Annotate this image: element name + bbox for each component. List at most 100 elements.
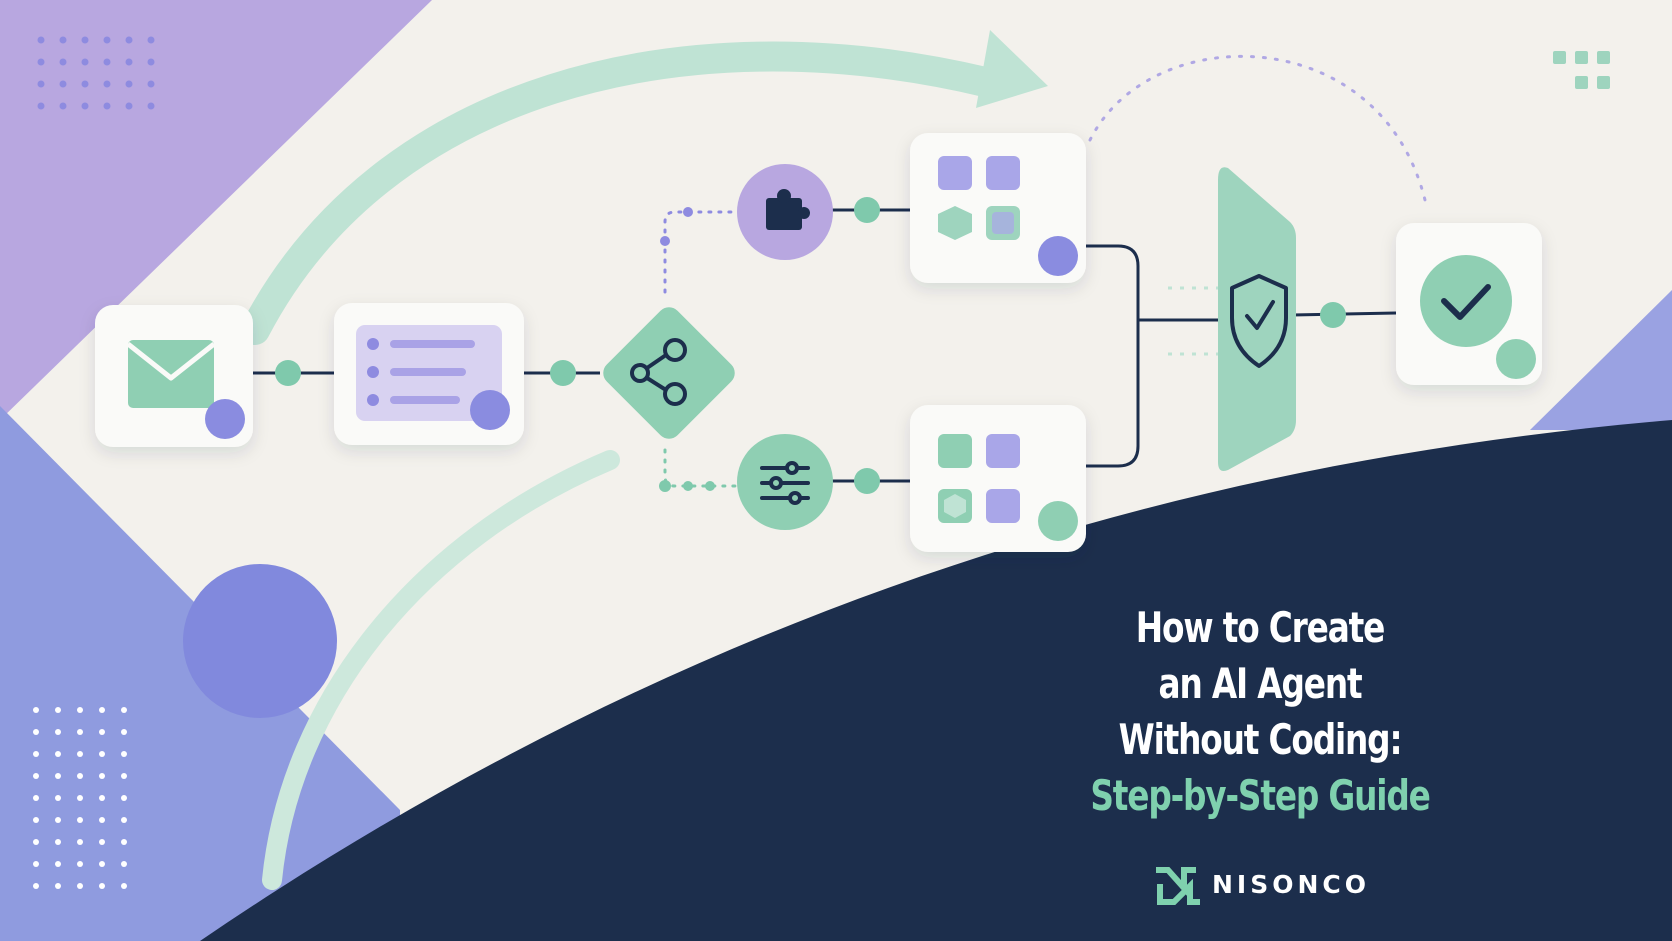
status-dot bbox=[205, 399, 245, 439]
decorative-dot bbox=[55, 707, 61, 713]
guard-dashes bbox=[1168, 286, 1218, 356]
decorative-dot bbox=[55, 729, 61, 735]
decorative-dot bbox=[59, 102, 67, 110]
grid-icon bbox=[938, 156, 1020, 240]
decorative-dot bbox=[37, 36, 45, 44]
shield-check-icon bbox=[1230, 274, 1288, 368]
decorative-dot bbox=[55, 773, 61, 779]
decorative-dot bbox=[55, 751, 61, 757]
decorative-dot bbox=[147, 102, 155, 110]
decorative-dot bbox=[125, 102, 133, 110]
decorative-dot bbox=[33, 817, 39, 823]
navy-wave bbox=[200, 420, 1672, 941]
large-circle-decoration bbox=[183, 564, 337, 718]
decorative-dot bbox=[147, 80, 155, 88]
decorative-dot bbox=[77, 795, 83, 801]
decorative-dot bbox=[33, 795, 39, 801]
decorative-dot bbox=[33, 751, 39, 757]
decorative-dot bbox=[55, 861, 61, 867]
decorative-dot bbox=[77, 839, 83, 845]
headline: How to Create an AI Agent Without Coding… bbox=[1040, 600, 1480, 824]
decorative-dot bbox=[33, 707, 39, 713]
decorative-dot bbox=[121, 729, 127, 735]
list-node bbox=[334, 303, 524, 445]
connector-small-dots bbox=[660, 207, 693, 246]
dashed-connector-top bbox=[663, 210, 742, 294]
decorative-dot bbox=[37, 80, 45, 88]
decorative-dot bbox=[121, 751, 127, 757]
dotted-arc bbox=[1088, 54, 1427, 202]
sliders-icon bbox=[760, 461, 810, 505]
check-circle-icon bbox=[1420, 255, 1512, 347]
decorative-dot bbox=[99, 773, 105, 779]
modules-bottom-node bbox=[910, 405, 1086, 552]
decorative-dot bbox=[121, 773, 127, 779]
square-grid-top-right bbox=[1553, 51, 1610, 89]
decorative-dot bbox=[121, 861, 127, 867]
decorative-dot bbox=[125, 58, 133, 66]
decorative-dot bbox=[103, 36, 111, 44]
decorative-dot bbox=[121, 883, 127, 889]
envelope-icon bbox=[126, 340, 216, 408]
dot-grid-bottom-left bbox=[33, 707, 127, 889]
share-branch-icon bbox=[630, 338, 687, 406]
decorative-dot bbox=[81, 36, 89, 44]
grid-icon bbox=[938, 434, 1020, 523]
decorative-dot bbox=[81, 102, 89, 110]
brand-lockup: NISONCO bbox=[1150, 864, 1390, 908]
decorative-dot bbox=[55, 883, 61, 889]
headline-subtitle: Step-by-Step Guide bbox=[1090, 771, 1430, 820]
decorative-dot bbox=[33, 773, 39, 779]
brand-name: NISONCO bbox=[1212, 870, 1371, 899]
decorative-dot bbox=[77, 751, 83, 757]
decorative-dot bbox=[99, 839, 105, 845]
decorative-dot bbox=[99, 707, 105, 713]
decorative-dot bbox=[121, 707, 127, 713]
connector-dots bbox=[275, 197, 1346, 494]
decorative-dot bbox=[121, 795, 127, 801]
decorative-dot bbox=[99, 729, 105, 735]
headline-line-2: an AI Agent bbox=[1158, 659, 1363, 708]
decorative-dot bbox=[77, 729, 83, 735]
decorative-dot bbox=[103, 80, 111, 88]
decorative-dot bbox=[99, 795, 105, 801]
decorative-dot bbox=[125, 36, 133, 44]
right-periwinkle-shape bbox=[1530, 290, 1672, 430]
decorative-dot bbox=[77, 817, 83, 823]
decorative-dot bbox=[37, 102, 45, 110]
router-node bbox=[603, 307, 735, 439]
dot-grid-top-left bbox=[37, 36, 155, 110]
decorative-dot bbox=[81, 80, 89, 88]
decorative-dot bbox=[77, 883, 83, 889]
status-dot bbox=[1496, 339, 1536, 379]
decorative-dot bbox=[147, 58, 155, 66]
guard-node bbox=[1218, 167, 1296, 471]
decorative-dot bbox=[99, 817, 105, 823]
decorative-dot bbox=[99, 861, 105, 867]
decorative-dot bbox=[77, 861, 83, 867]
decorative-dot bbox=[99, 751, 105, 757]
decorative-dot bbox=[147, 36, 155, 44]
decorative-dot bbox=[125, 80, 133, 88]
decorative-dot bbox=[99, 883, 105, 889]
decorative-dot bbox=[55, 839, 61, 845]
nisonco-logo-icon bbox=[1156, 867, 1200, 905]
status-dot bbox=[470, 390, 510, 430]
decorative-dot bbox=[55, 817, 61, 823]
headline-line-1: How to Create bbox=[1135, 603, 1386, 652]
decorative-dot bbox=[81, 58, 89, 66]
plugin-node bbox=[737, 164, 833, 260]
decorative-dot bbox=[33, 883, 39, 889]
status-dot bbox=[1038, 501, 1078, 541]
decorative-dot bbox=[77, 707, 83, 713]
top-curved-arrow bbox=[240, 41, 1000, 345]
status-dot bbox=[1038, 236, 1078, 276]
list-icon bbox=[367, 338, 475, 406]
decorative-dot bbox=[55, 795, 61, 801]
decorative-dot bbox=[103, 58, 111, 66]
dashed-connector-bottom bbox=[663, 448, 742, 488]
top-arrow-head bbox=[976, 30, 1048, 108]
email-node bbox=[95, 305, 253, 447]
